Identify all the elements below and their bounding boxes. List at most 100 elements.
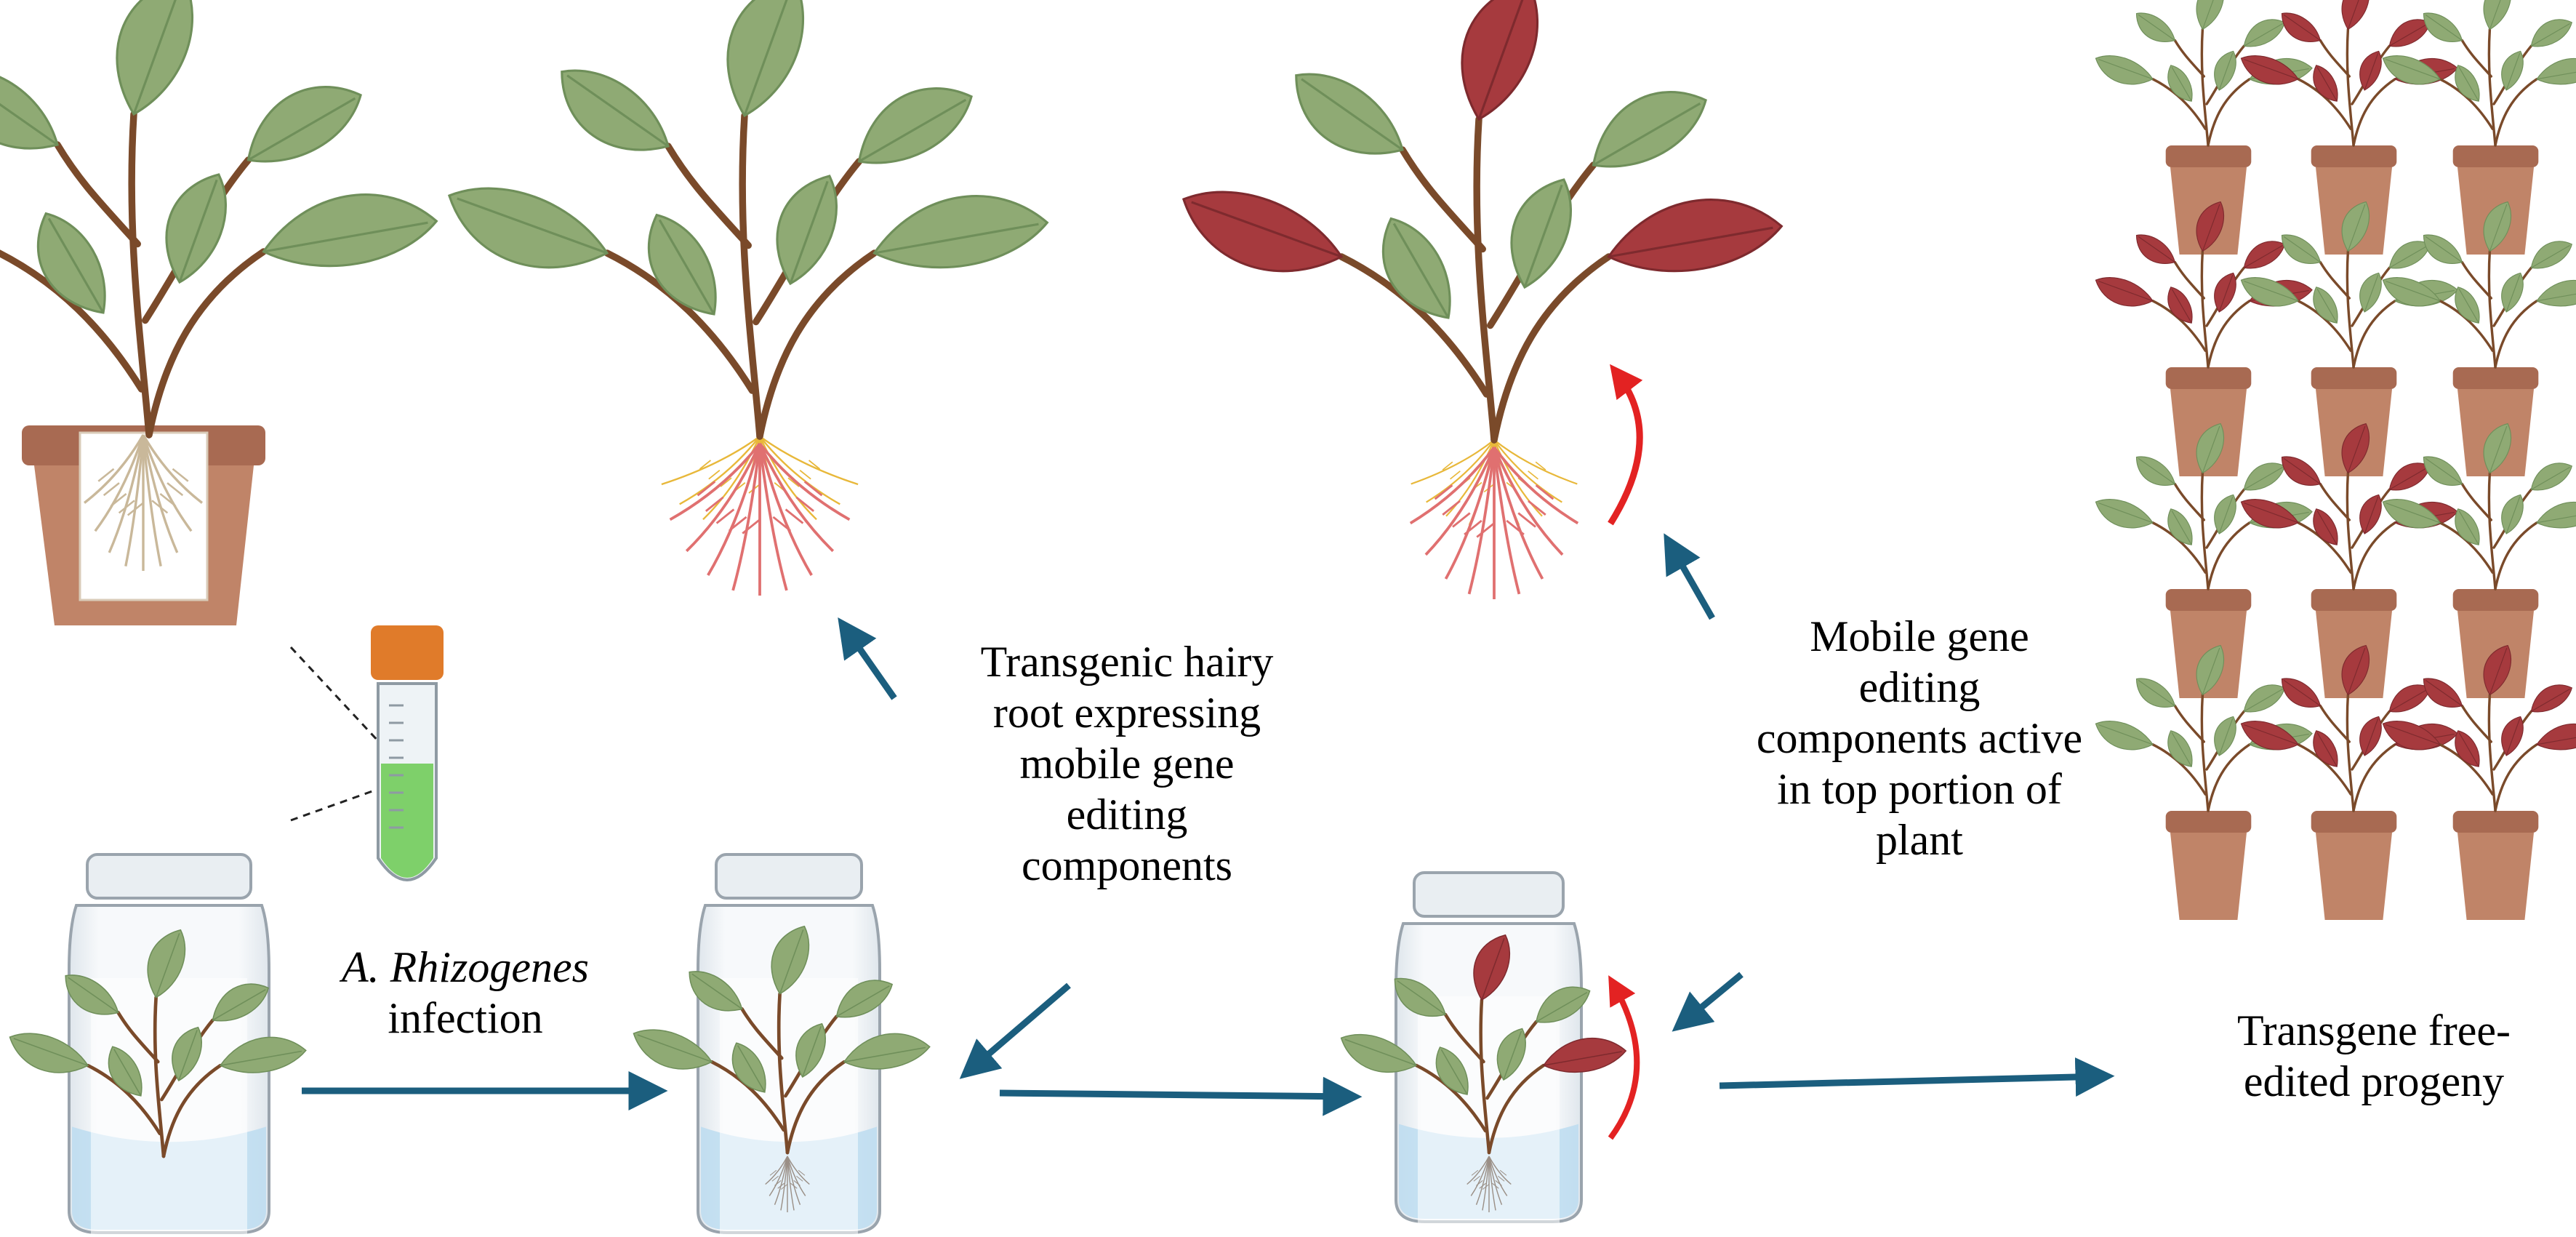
pot-rim bbox=[2165, 589, 2252, 611]
jar-lid bbox=[715, 853, 863, 900]
root bbox=[1470, 1156, 1490, 1196]
stem bbox=[2460, 260, 2493, 300]
leaf bbox=[2095, 499, 2154, 529]
leaf bbox=[2483, 201, 2512, 252]
stem bbox=[710, 1060, 786, 1132]
root-branch bbox=[1442, 461, 1453, 471]
leaf bbox=[2501, 716, 2524, 756]
root-branch bbox=[742, 519, 761, 535]
leaf bbox=[857, 87, 973, 164]
stem bbox=[2494, 743, 2538, 812]
arrow-label-to-jar-3 bbox=[1672, 972, 1744, 1032]
curved-red-arrow-icon bbox=[1608, 975, 1640, 1140]
leaf bbox=[647, 213, 717, 316]
stem bbox=[2460, 704, 2493, 743]
root-branch bbox=[172, 468, 189, 482]
hairy-root-line-5: components bbox=[1022, 841, 1232, 889]
progeny-plant bbox=[2382, 201, 2576, 369]
stem bbox=[777, 992, 790, 1155]
leaf bbox=[2240, 55, 2299, 85]
infection-word-text: infection bbox=[388, 994, 543, 1042]
jar-roots-3 bbox=[1466, 1156, 1512, 1213]
pot-rim bbox=[2311, 589, 2397, 611]
root-branch bbox=[1471, 1169, 1479, 1176]
root-branch bbox=[97, 468, 115, 482]
stem bbox=[86, 1063, 162, 1136]
leaf bbox=[1473, 934, 1511, 1001]
mobile-active-line-1: Mobile gene bbox=[1810, 612, 2029, 660]
agrobacterium-tube-icon bbox=[371, 625, 444, 881]
leaf bbox=[2382, 55, 2441, 85]
root bbox=[758, 443, 835, 553]
stem bbox=[2346, 28, 2355, 147]
stem bbox=[2487, 693, 2497, 812]
leaf bbox=[2341, 644, 2370, 696]
leaf bbox=[1592, 91, 1707, 168]
leaf bbox=[2423, 234, 2463, 264]
leaf bbox=[2382, 277, 2441, 307]
root-branch bbox=[1450, 471, 1461, 480]
leaf bbox=[561, 69, 670, 151]
stem bbox=[2207, 300, 2251, 369]
leaf bbox=[2483, 0, 2512, 31]
root bbox=[142, 434, 204, 504]
stem bbox=[2439, 743, 2494, 796]
root-branch bbox=[1464, 519, 1482, 536]
stem bbox=[2487, 28, 2497, 147]
progeny-plant bbox=[2095, 423, 2313, 591]
root bbox=[765, 1156, 788, 1185]
progeny-pot-icon bbox=[2095, 423, 2313, 698]
root bbox=[1488, 1156, 1503, 1205]
leaf bbox=[2196, 423, 2225, 474]
leaf bbox=[2530, 19, 2573, 47]
root bbox=[142, 434, 193, 532]
root-branch bbox=[1528, 471, 1538, 480]
pot-rim bbox=[2311, 811, 2397, 833]
mobile-active-line-5: plant bbox=[1876, 816, 1963, 864]
pot-rim bbox=[2452, 145, 2539, 167]
root bbox=[1493, 446, 1579, 525]
leaf bbox=[2341, 201, 2370, 252]
progeny-pot-icon bbox=[2382, 423, 2576, 698]
leaf bbox=[2135, 12, 2176, 42]
progeny-grid bbox=[2095, 0, 2576, 920]
leaf bbox=[633, 1029, 713, 1070]
leaf bbox=[689, 971, 743, 1012]
stem bbox=[756, 249, 878, 440]
leaf bbox=[9, 1033, 89, 1073]
root-branch bbox=[795, 496, 815, 513]
arrow-label-to-hairy-root bbox=[838, 617, 897, 700]
mobile-active-line-2: editing bbox=[1858, 663, 1981, 711]
progeny-plant bbox=[2240, 423, 2458, 591]
leaf bbox=[2281, 12, 2322, 42]
leaf bbox=[2240, 277, 2299, 307]
leaf bbox=[108, 1046, 143, 1097]
zoom-line-top bbox=[289, 646, 390, 754]
pot-rim bbox=[2452, 811, 2539, 833]
leaf bbox=[147, 929, 186, 998]
root bbox=[1409, 446, 1496, 525]
progeny-plant bbox=[2382, 423, 2576, 591]
leaf bbox=[2167, 730, 2193, 767]
root-branch bbox=[705, 496, 724, 513]
root bbox=[758, 443, 813, 576]
hairy-root-line-4: editing bbox=[1066, 790, 1188, 838]
arrow-jar-to-progeny bbox=[1719, 1057, 2115, 1097]
leaf bbox=[2281, 456, 2322, 486]
pot-rim bbox=[2165, 145, 2252, 167]
root-branch bbox=[127, 502, 144, 516]
stem bbox=[2487, 249, 2497, 369]
leaf bbox=[2135, 678, 2176, 708]
jar-plant-1 bbox=[9, 929, 307, 1158]
stem bbox=[2494, 521, 2538, 591]
jar-lid bbox=[1413, 871, 1565, 918]
arrow-label-to-jar-2 bbox=[959, 982, 1071, 1079]
root bbox=[1467, 447, 1496, 595]
leaf bbox=[771, 925, 810, 995]
leaf bbox=[2281, 678, 2322, 708]
progeny-pot bbox=[2452, 811, 2539, 920]
root bbox=[1475, 1156, 1490, 1205]
root bbox=[702, 436, 761, 521]
